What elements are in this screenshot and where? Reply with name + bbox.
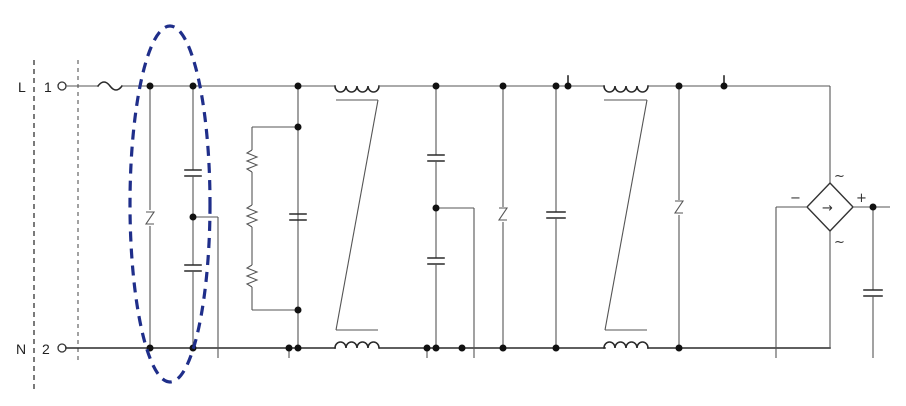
common-mode-choke-1 (334, 85, 380, 349)
terminal-1-circle (57, 81, 67, 91)
rectifier-arrow: → (822, 201, 833, 216)
rectifier-plus-label: + (856, 191, 867, 206)
highlight-ellipse (128, 24, 212, 384)
terminal-l-letter: L (18, 79, 26, 95)
varistor-branch-2 (497, 86, 509, 348)
common-mode-choke-2 (603, 85, 649, 349)
rectifier-ac-label-bottom: ~ (834, 235, 845, 250)
terminal-1-number: 1 (44, 79, 52, 95)
y-capacitor-branch (184, 86, 219, 358)
rectifier-minus-label: − (790, 191, 801, 206)
junction-dots (146, 82, 877, 352)
x-capacitor-pair (427, 86, 475, 358)
line-rail (66, 81, 830, 91)
bridge-rectifier: → − + ~ ~ (775, 86, 890, 358)
terminal-n-letter: N (16, 341, 26, 357)
rectifier-ac-label-top: ~ (834, 169, 845, 184)
varistor-branch-3 (673, 86, 685, 348)
varistor-branch-1 (144, 86, 156, 348)
terminal-2-number: 2 (42, 341, 50, 357)
terminal-2-circle (57, 343, 67, 353)
x-capacitor-single (546, 86, 566, 348)
